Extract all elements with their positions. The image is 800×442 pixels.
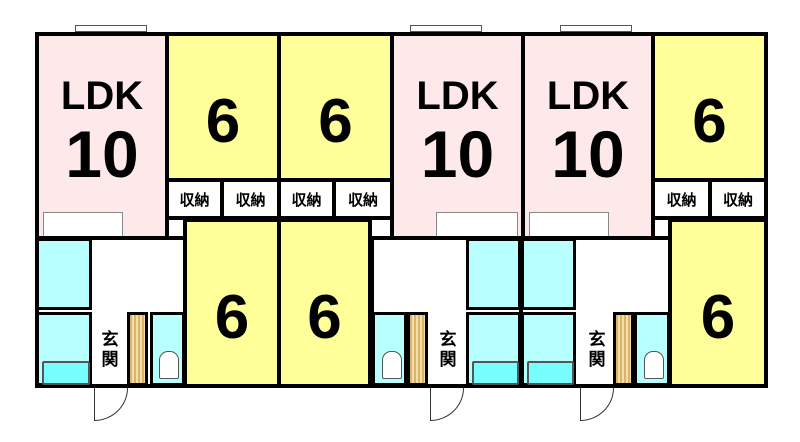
storage-label: 収納 xyxy=(179,192,210,209)
kitchen-counter xyxy=(529,212,609,238)
storage-3: 収納 xyxy=(277,178,336,220)
entrance-label: 玄関 xyxy=(439,330,457,369)
room-size: 6 xyxy=(318,87,353,156)
western-room-4: 6 xyxy=(183,218,281,388)
ldk-room-1: LDK 10 xyxy=(35,32,169,240)
bathtub xyxy=(472,361,519,385)
bathroom-1 xyxy=(36,312,92,386)
kitchen-counter xyxy=(43,212,123,238)
shoe-cabinet xyxy=(407,312,428,386)
window xyxy=(75,25,147,32)
storage-4: 収納 xyxy=(332,178,394,220)
shoe-cabinet xyxy=(613,312,634,386)
room-size: 6 xyxy=(307,283,342,352)
room-size: 6 xyxy=(205,87,241,156)
storage-6: 収納 xyxy=(708,178,768,220)
storage-label: 収納 xyxy=(235,192,266,209)
room-label: LDK xyxy=(416,74,499,118)
bathtub xyxy=(527,361,574,385)
entrance-door xyxy=(94,388,128,421)
toilet-room-2 xyxy=(372,312,407,386)
toilet-icon xyxy=(382,351,402,379)
western-room-5: 6 xyxy=(277,218,372,388)
ldk-room-2: LDK 10 xyxy=(390,32,525,240)
toilet-room-1 xyxy=(150,312,185,386)
kitchen-counter xyxy=(436,212,518,238)
toilet-icon xyxy=(159,351,179,379)
room-size: 10 xyxy=(65,117,139,191)
room-size: 6 xyxy=(700,283,736,352)
window xyxy=(410,25,482,32)
room-size: 10 xyxy=(551,117,625,191)
window xyxy=(560,25,632,32)
storage-label: 収納 xyxy=(722,192,753,209)
storage-2: 収納 xyxy=(220,178,281,220)
entrance-door xyxy=(430,388,464,421)
storage-label: 収納 xyxy=(666,192,697,209)
bathtub xyxy=(42,361,90,385)
storage-1: 収納 xyxy=(165,178,224,220)
room-label: LDK xyxy=(546,74,630,118)
western-room-2: 6 xyxy=(277,32,394,182)
room-size: 10 xyxy=(420,117,495,191)
entrance-label: 玄関 xyxy=(101,330,119,369)
room-size: 6 xyxy=(214,283,250,352)
storage-5: 収納 xyxy=(651,178,712,220)
toilet-icon xyxy=(644,351,664,379)
shoe-cabinet xyxy=(127,312,148,386)
bathroom-2 xyxy=(466,312,521,386)
western-room-3: 6 xyxy=(651,32,768,182)
bathroom-3 xyxy=(521,312,576,386)
storage-label: 収納 xyxy=(347,192,378,209)
toilet-room-3 xyxy=(634,312,670,386)
western-room-6: 6 xyxy=(668,218,768,388)
washroom-2 xyxy=(466,238,521,310)
entrance-label: 玄関 xyxy=(588,330,606,369)
ldk-room-3: LDK 10 xyxy=(521,32,655,240)
room-size: 6 xyxy=(692,87,727,156)
washroom-1 xyxy=(36,238,92,310)
room-label: LDK xyxy=(60,74,144,118)
entrance-door xyxy=(580,388,614,421)
washroom-3 xyxy=(521,238,576,310)
western-room-1: 6 xyxy=(165,32,281,182)
storage-label: 収納 xyxy=(291,192,322,209)
